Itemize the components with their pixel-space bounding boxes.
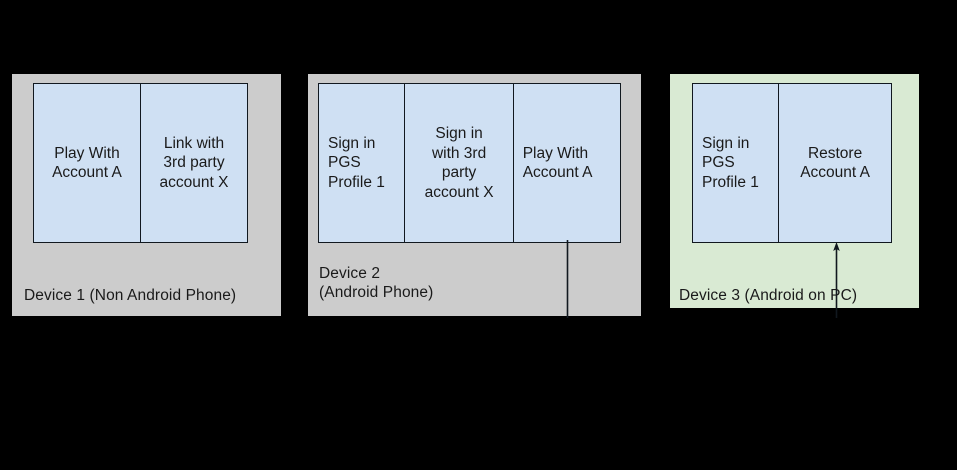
connector-device3-restore-account-a [833,242,840,318]
device-label-device-2: Device 2 (Android Phone) [319,265,434,301]
step-label: Link with 3rd party account X [159,134,229,191]
step-row-device-1: Play With Account A Link with 3rd party … [33,83,248,243]
step-label: Play With Account A [52,144,122,182]
step-box-sign-in-pgs-profile-1-d2[interactable]: Sign in PGS Profile 1 [319,84,406,242]
step-box-restore-account-a[interactable]: Restore Account A [779,84,891,242]
step-label: Restore Account A [800,144,870,182]
arrowhead-up-icon [833,242,840,251]
device-label-device-1: Device 1 (Non Android Phone) [24,287,237,304]
step-box-sign-in-with-3rd-party-account-x[interactable]: Sign in with 3rd party account X [405,84,514,242]
device-label-device-3: Device 3 (Android on PC) [679,287,858,304]
step-row-device-2: Sign in PGS Profile 1 Sign in with 3rd p… [318,83,621,243]
step-box-link-with-3rd-party-account-x[interactable]: Link with 3rd party account X [141,84,247,242]
step-label: Sign in PGS Profile 1 [328,134,385,191]
step-label: Sign in with 3rd party account X [424,125,494,201]
step-box-sign-in-pgs-profile-1-d3[interactable]: Sign in PGS Profile 1 [693,84,780,242]
step-box-play-with-account-a-d1[interactable]: Play With Account A [34,84,141,242]
step-box-play-with-account-a-d2[interactable]: Play With Account A [513,84,620,242]
connector-device2-play-with-account-a [566,240,569,318]
step-label: Sign in PGS Profile 1 [702,134,759,191]
step-label: Play With Account A [522,144,593,182]
step-row-device-3: Sign in PGS Profile 1 Restore Account A [692,83,892,243]
